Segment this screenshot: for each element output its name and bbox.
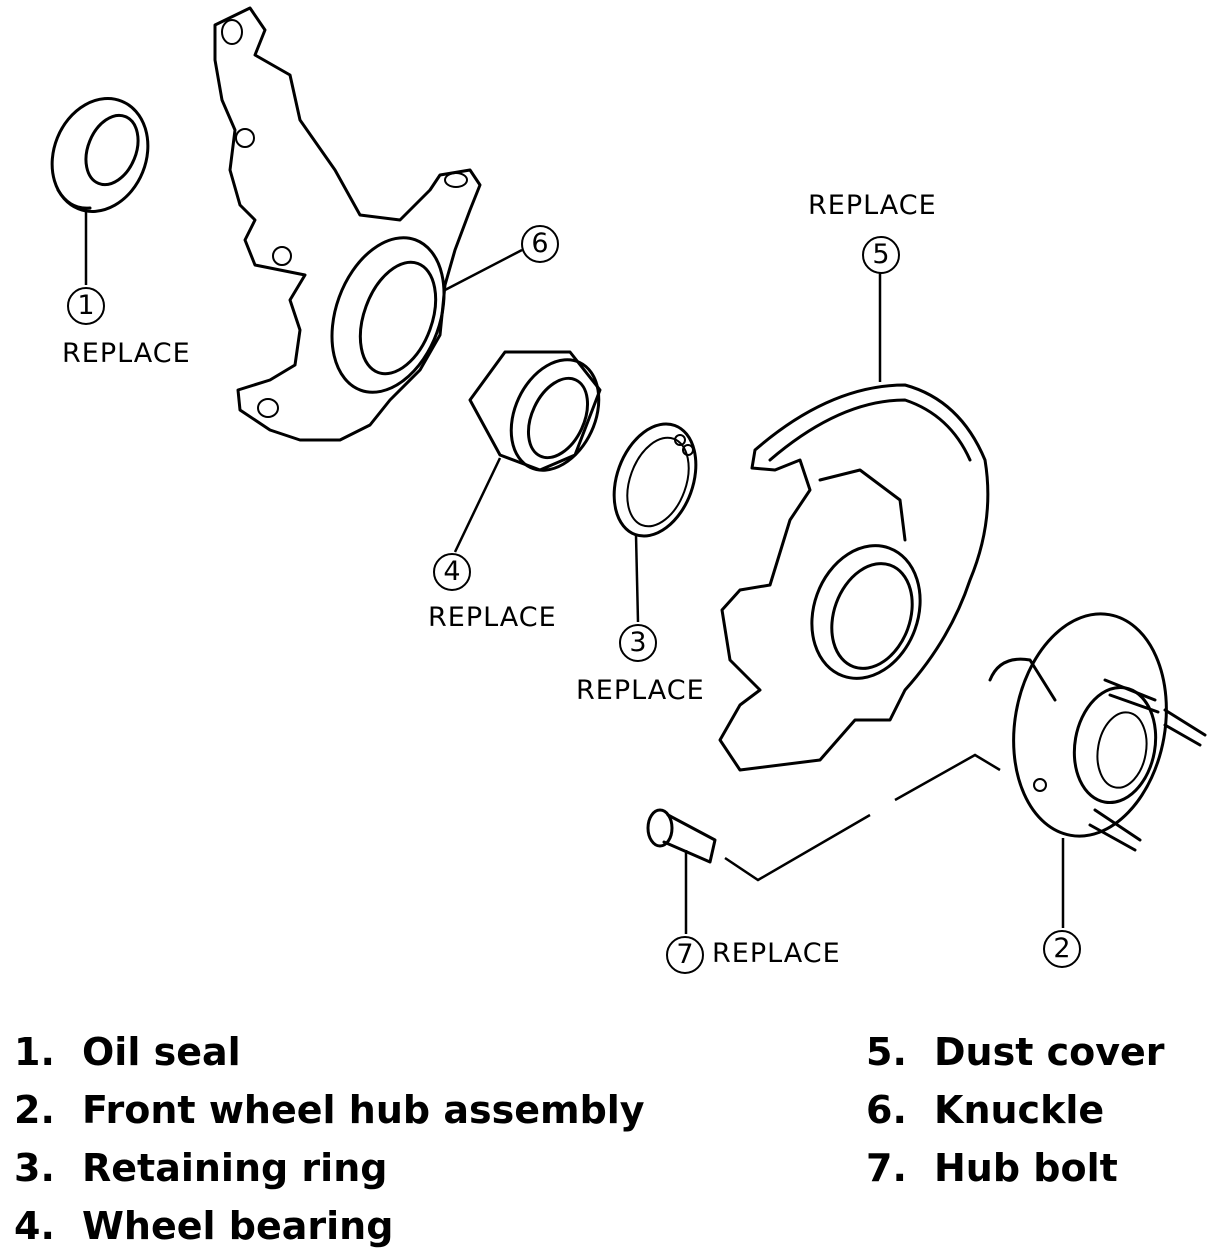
oil-seal-drawing [50, 97, 150, 213]
replace-label-1: REPLACE [62, 338, 191, 369]
legend-item-4: 4.Wheel bearing [14, 1204, 394, 1248]
legend-item-6: 6.Knuckle [866, 1088, 1105, 1132]
legend-item-1: 1.Oil seal [14, 1030, 241, 1074]
callout-6: 6 [521, 225, 559, 263]
leader-line-3 [634, 534, 640, 623]
legend-item-7: 7.Hub bolt [866, 1146, 1118, 1190]
assembly-line [724, 753, 1001, 882]
retaining-ring-drawing [612, 422, 698, 538]
legend-item-5: 5.Dust cover [866, 1030, 1165, 1074]
callout-3: 3 [619, 624, 657, 662]
replace-label-3: REPLACE [576, 675, 705, 706]
replace-label-7: REPLACE [712, 938, 841, 969]
callout-7: 7 [666, 936, 704, 974]
wheel-bearing-drawing [468, 350, 602, 472]
dust-cover-drawing [718, 383, 990, 772]
knuckle-drawing [213, 6, 482, 442]
callout-2: 2 [1043, 930, 1081, 968]
parts-drawing [50, 6, 1207, 934]
replace-label-4: REPLACE [428, 602, 557, 633]
replace-label-5: REPLACE [808, 190, 937, 221]
callout-5: 5 [862, 236, 900, 274]
leader-line-4 [453, 457, 502, 553]
leader-line-6 [444, 248, 523, 292]
legend-item-2: 2.Front wheel hub assembly [14, 1088, 645, 1132]
legend-item-3: 3.Retaining ring [14, 1146, 388, 1190]
callout-4: 4 [433, 553, 471, 591]
wheel-hub-drawing [988, 612, 1207, 852]
callout-1: 1 [67, 287, 105, 325]
hub-bolt-drawing [646, 808, 717, 864]
